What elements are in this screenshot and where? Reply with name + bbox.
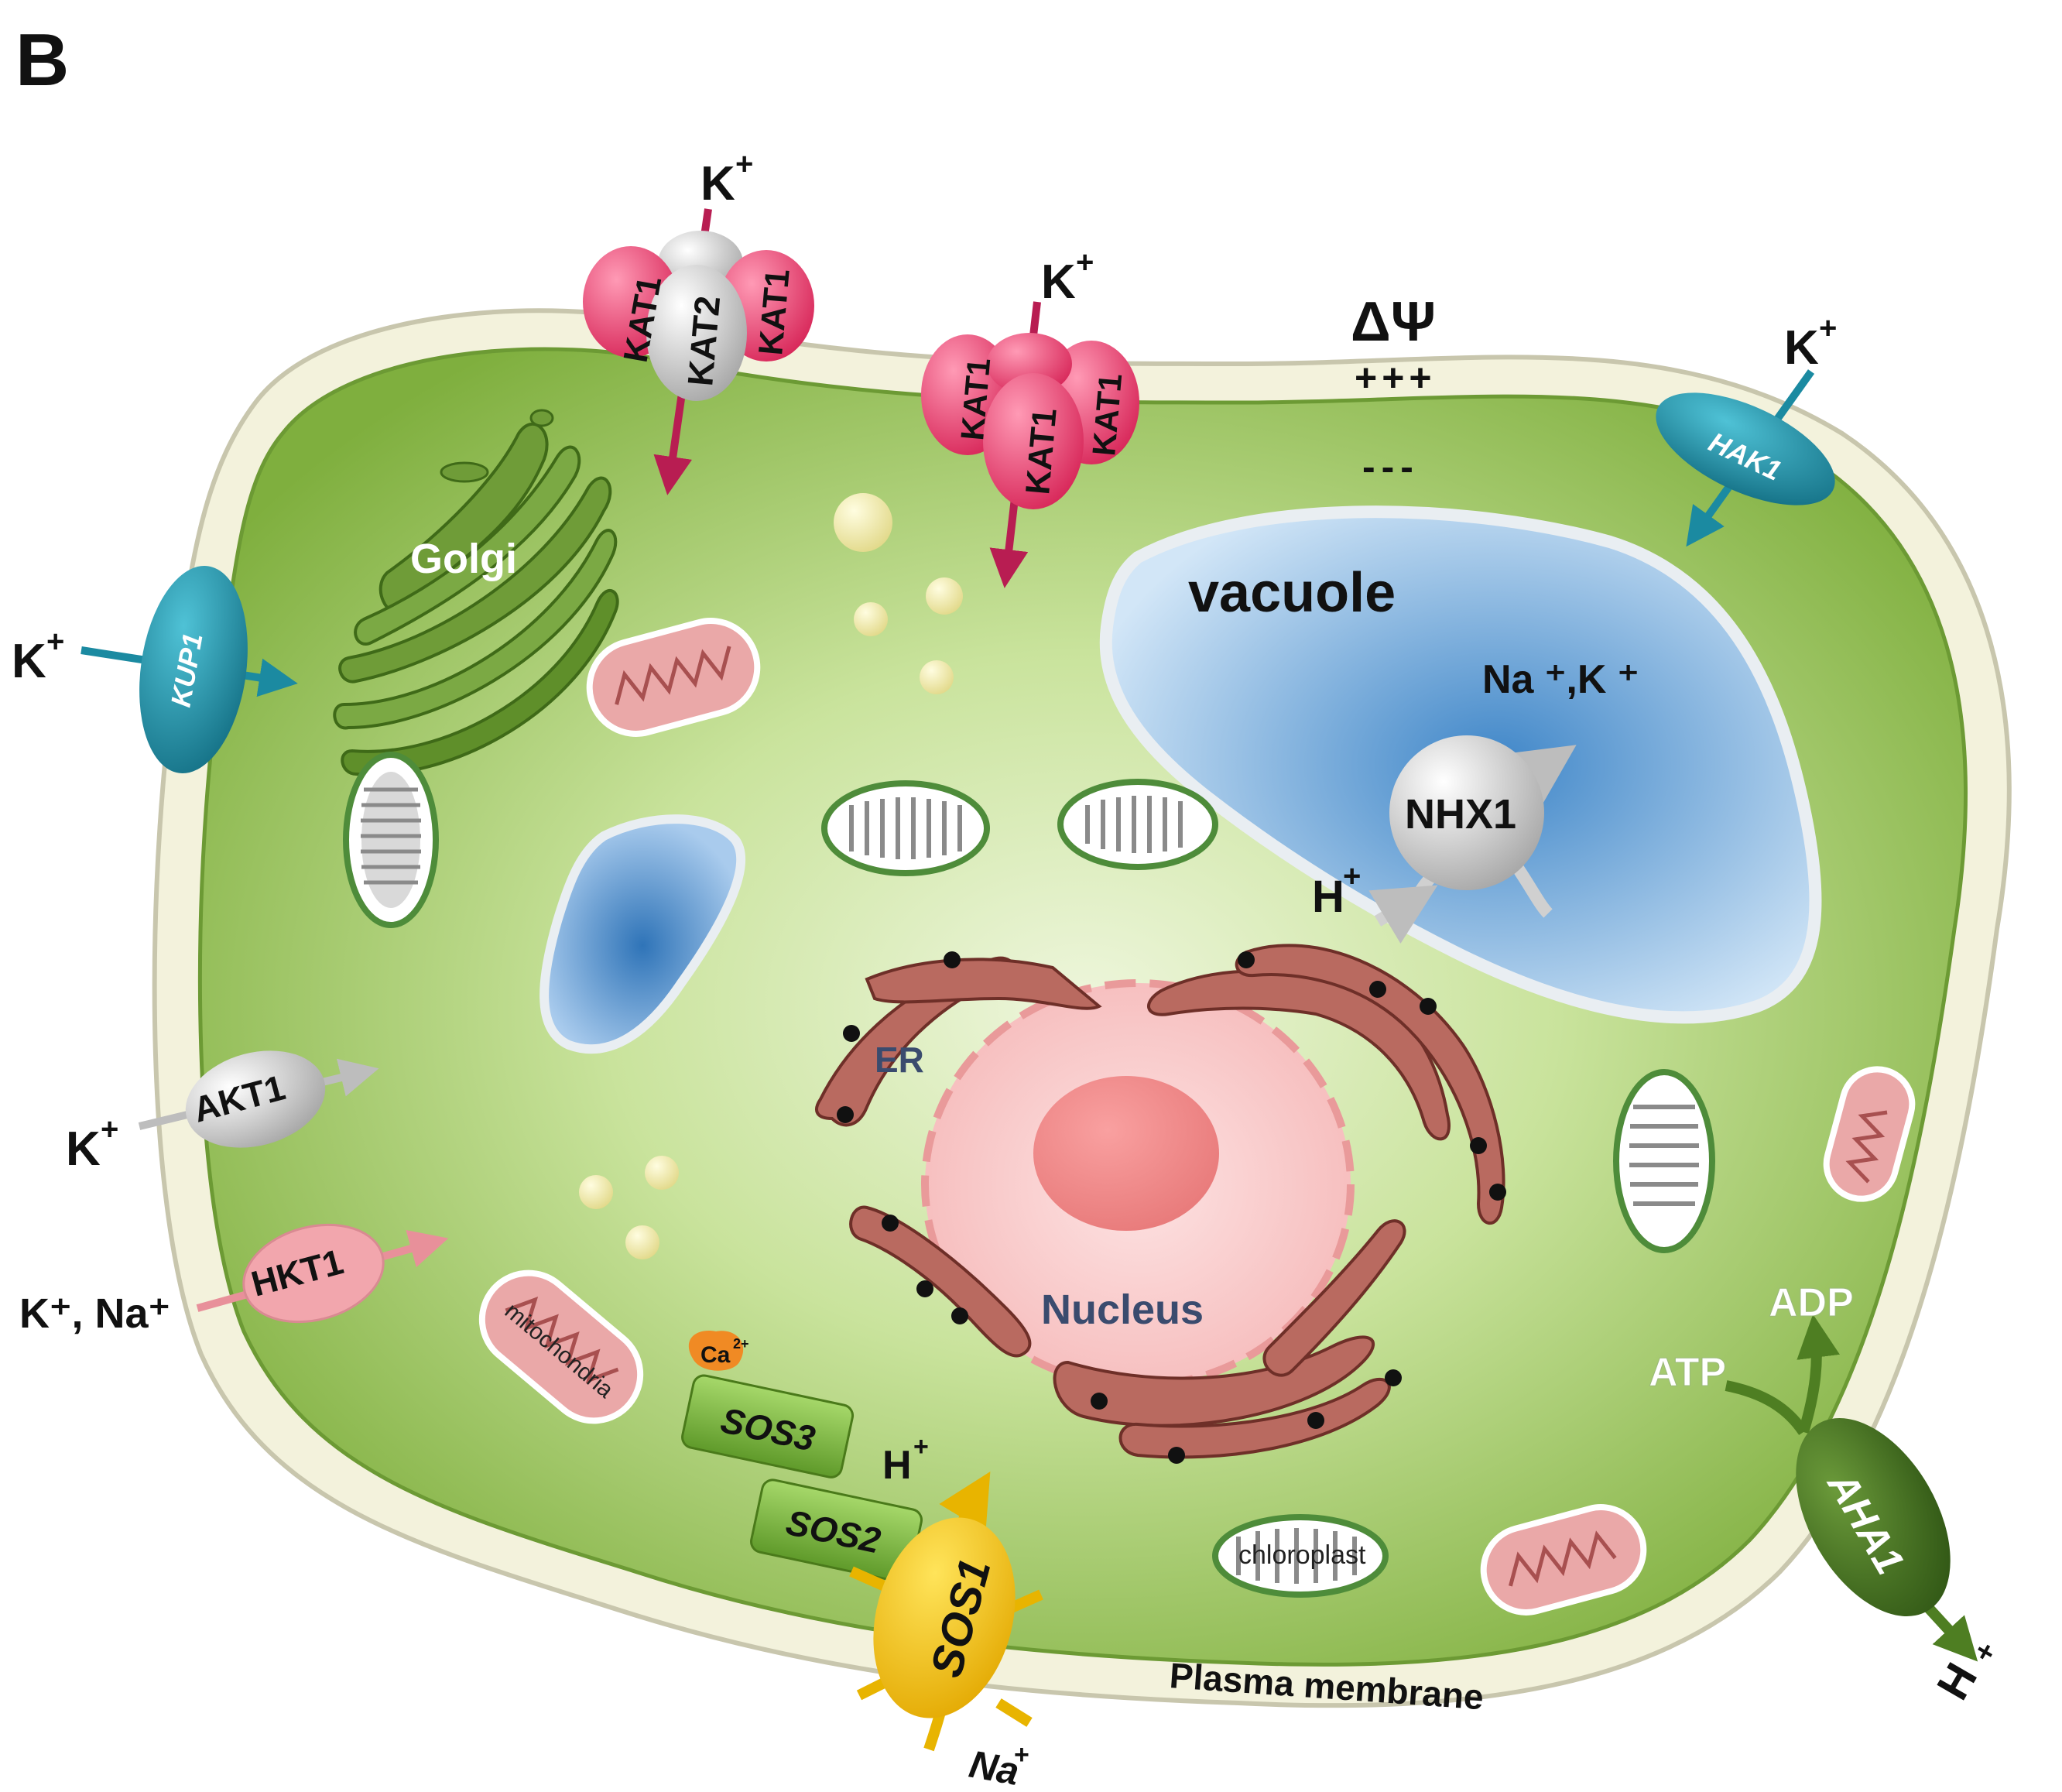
ion-h-label: H (1927, 1655, 1987, 1708)
ribosomes (837, 951, 1506, 1464)
ion-k-label: K (1784, 321, 1819, 375)
nhx1-antiporter: NHX1 Na ⁺,K ⁺ H + (1312, 657, 1639, 944)
chloroplast: chloroplast (1212, 1514, 1389, 1598)
kat1-label: KAT1 (752, 267, 797, 356)
kup1-transporter: KUP1 K + (12, 565, 298, 774)
vesicles-bottom (579, 1156, 679, 1259)
hkt1-transporter: HKT1 K⁺, Na⁺ (19, 1223, 449, 1337)
ion-plus-sup: + (1967, 1636, 2003, 1667)
mitochondrion (1823, 1066, 1916, 1202)
hak1-transporter: HAK1 K + (1656, 311, 1837, 547)
kat2-label: KAT2 (680, 294, 728, 388)
nhx1-label: NHX1 (1405, 791, 1516, 838)
mitochondrion (1480, 1504, 1647, 1616)
mitochondrion (586, 618, 761, 737)
ion-k-label: K (700, 157, 735, 211)
nucleus-label: Nucleus (1041, 1287, 1204, 1333)
delta-psi-label: ΔΨ (1351, 291, 1436, 353)
ion-plus-sup: + (1014, 1740, 1029, 1770)
ion-plus-sup: + (101, 1112, 118, 1146)
vesicles-top (834, 493, 963, 694)
golgi-label: Golgi (410, 536, 517, 582)
chloroplast (821, 780, 990, 876)
ion-plus-sup: + (735, 147, 753, 181)
ion-h-label: H (882, 1443, 912, 1488)
ca-charge-sup: 2+ (733, 1336, 749, 1352)
vacuole-label: vacuole (1188, 562, 1396, 624)
plus-charges: +++ (1355, 356, 1437, 399)
nucleus: Nucleus (921, 979, 1355, 1389)
endoplasmic-reticulum: ER (815, 944, 1505, 1459)
kat1-label: KAT1 (1085, 372, 1129, 457)
ion-k-label: K (66, 1122, 101, 1176)
na-k-label: Na ⁺,K ⁺ (1482, 657, 1639, 702)
ion-h-label: H (1312, 872, 1344, 922)
ion-k-label: K (1041, 255, 1076, 309)
ion-plus-sup: + (913, 1432, 929, 1461)
sos1-antiporter: SOS1 H + Na + (849, 1432, 1043, 1792)
minus-charges: --- (1362, 445, 1420, 488)
kat1-homomer-channel: KAT1 KAT1 KAT1 K + (921, 245, 1139, 588)
kat1-label: KAT1 (1019, 406, 1064, 495)
ion-plus-sup: + (1819, 311, 1837, 345)
ion-plus-sup: + (1076, 245, 1094, 279)
akt1-channel: AKT1 K + (66, 1050, 379, 1176)
chloroplast-label: chloroplast (1238, 1540, 1366, 1570)
sos-complex: Ca 2+ SOS3 SOS2 (681, 1331, 923, 1583)
chloroplast (1613, 1069, 1715, 1253)
small-vacuole (539, 814, 746, 1054)
k-na-label: K⁺, Na⁺ (19, 1290, 170, 1337)
ion-plus-sup: + (1343, 859, 1361, 893)
ion-plus-sup: + (46, 625, 64, 659)
ion-k-label: K (12, 635, 46, 688)
ca-label: Ca (700, 1342, 731, 1368)
chloroplast (343, 752, 439, 928)
panel-label: B (15, 19, 69, 101)
ion-na-label: Na (966, 1742, 1022, 1792)
golgi: Golgi (333, 409, 619, 776)
kat1-label: KAT1 (954, 357, 997, 442)
atp-label: ATP (1649, 1350, 1726, 1395)
er-label: ER (875, 1040, 924, 1080)
chloroplast (1057, 779, 1218, 870)
adp-label: ADP (1769, 1280, 1854, 1325)
kat-heteromer-channel: KAT1 KAT2 KAT1 K + (583, 147, 814, 495)
